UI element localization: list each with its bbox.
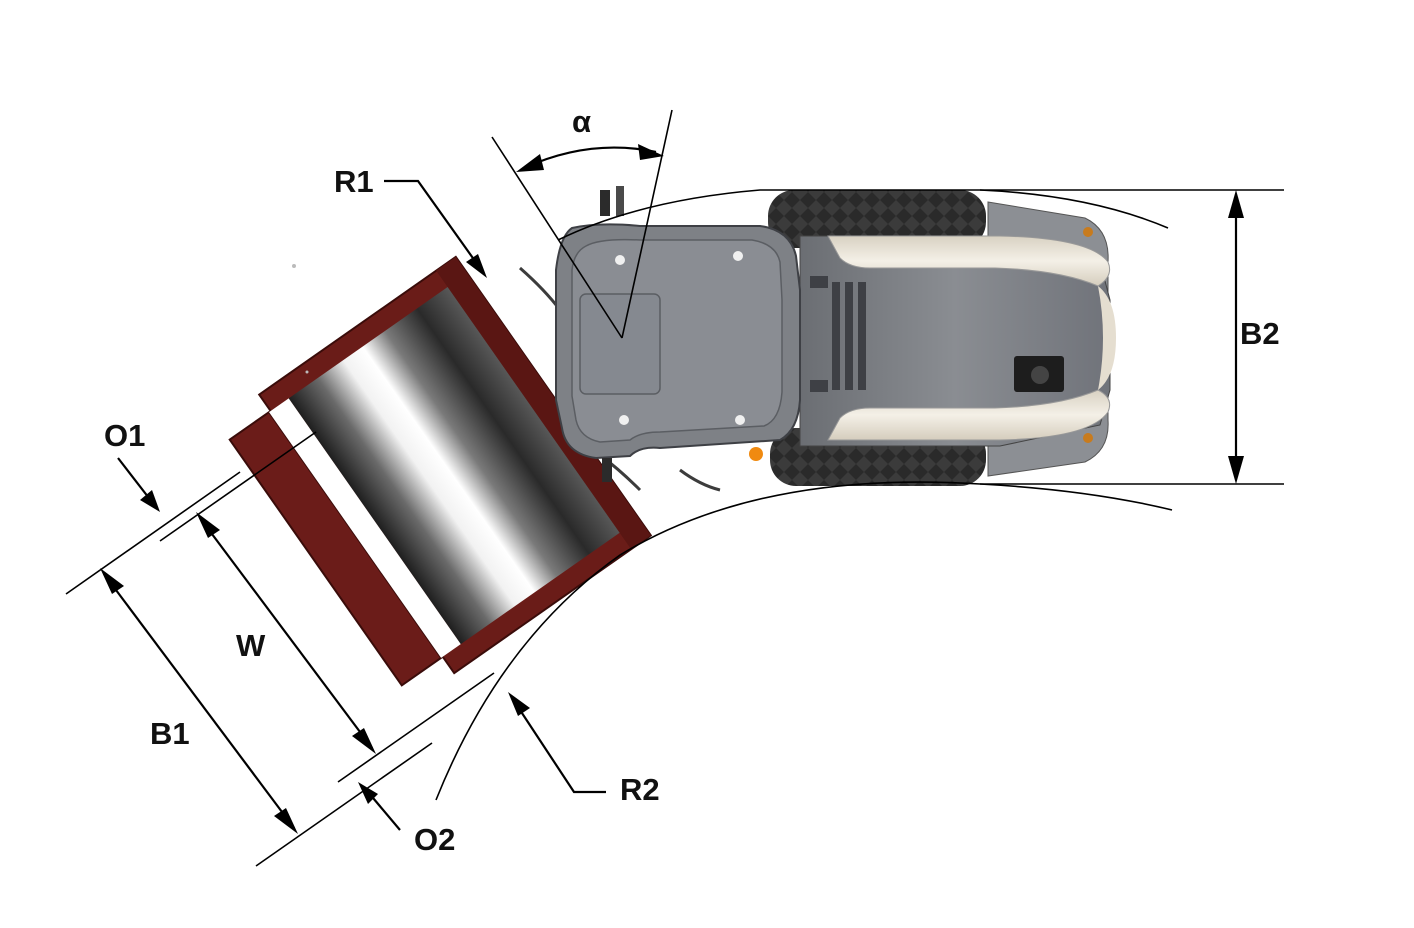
r1-leader: [384, 179, 481, 269]
drum: [288, 285, 622, 645]
roof-bolt-3: [619, 415, 629, 425]
roof-hatch: [579, 293, 661, 395]
alpha-ref-line-2: [621, 109, 673, 339]
stray-dot-2: [305, 370, 309, 374]
frame-edge: [436, 256, 651, 550]
w-arrow-bottom: [352, 728, 376, 754]
rear-light-bottom: [1083, 433, 1093, 443]
w-arrow-top: [196, 512, 220, 538]
cream-panel-rear: [1098, 286, 1116, 390]
r2-leader: [515, 703, 606, 794]
operator-cab: [555, 186, 801, 482]
alpha-arrow-right: [638, 144, 664, 160]
label-o1: O1: [104, 418, 145, 453]
alpha-arrow-left: [516, 154, 544, 172]
r2-arrow: [508, 692, 530, 716]
roof-bolt-1: [615, 255, 625, 265]
label-r1: R1: [334, 164, 374, 199]
w-dimension-line: [199, 517, 373, 749]
r1-arrow: [466, 254, 487, 278]
alpha-ref-line-1: [491, 136, 623, 339]
b1-dimension-line: [103, 573, 295, 829]
mirror-top: [600, 190, 610, 216]
alpha-arc: [523, 146, 657, 170]
label-o2: O2: [414, 822, 455, 857]
outer-turn-arc: [557, 189, 1169, 241]
w-edge-top: [159, 431, 317, 542]
b2-arrow-top: [1228, 190, 1244, 218]
scraper-gap: [269, 398, 461, 658]
b2-arrow-bottom: [1228, 456, 1244, 484]
label-b1: B1: [150, 716, 190, 751]
o1-leader: [117, 457, 153, 503]
rear-light-top: [1083, 227, 1093, 237]
fuel-cap-knob: [1031, 366, 1049, 384]
cream-panel-bottom: [827, 389, 1111, 441]
w-edge-bottom: [337, 672, 495, 783]
b1-arrow-top: [100, 568, 124, 594]
mirror-bottom: [602, 458, 612, 482]
cream-panel-top: [827, 235, 1111, 287]
stray-dot-1: [292, 264, 296, 268]
label-w: W: [236, 628, 266, 663]
label-r2: R2: [620, 772, 660, 807]
front-drum-assembly: [228, 255, 653, 687]
rear-tire-top: [768, 190, 986, 248]
label-b2: B2: [1240, 316, 1280, 351]
b1-edge-top: [65, 471, 241, 595]
o1-arrow: [140, 490, 160, 512]
o2-arrow: [358, 782, 378, 804]
beacon-light: [749, 447, 763, 461]
roof-bolt-2: [733, 251, 743, 261]
roof-bolt-4: [735, 415, 745, 425]
mirror-top-2: [616, 186, 624, 216]
engine-vents: [810, 276, 866, 392]
inner-turn-arc: [435, 481, 1173, 801]
rear-chassis: [768, 190, 1116, 486]
b1-arrow-bottom: [274, 808, 298, 834]
b1-edge-bottom: [255, 742, 433, 867]
label-alpha: α: [572, 104, 591, 139]
